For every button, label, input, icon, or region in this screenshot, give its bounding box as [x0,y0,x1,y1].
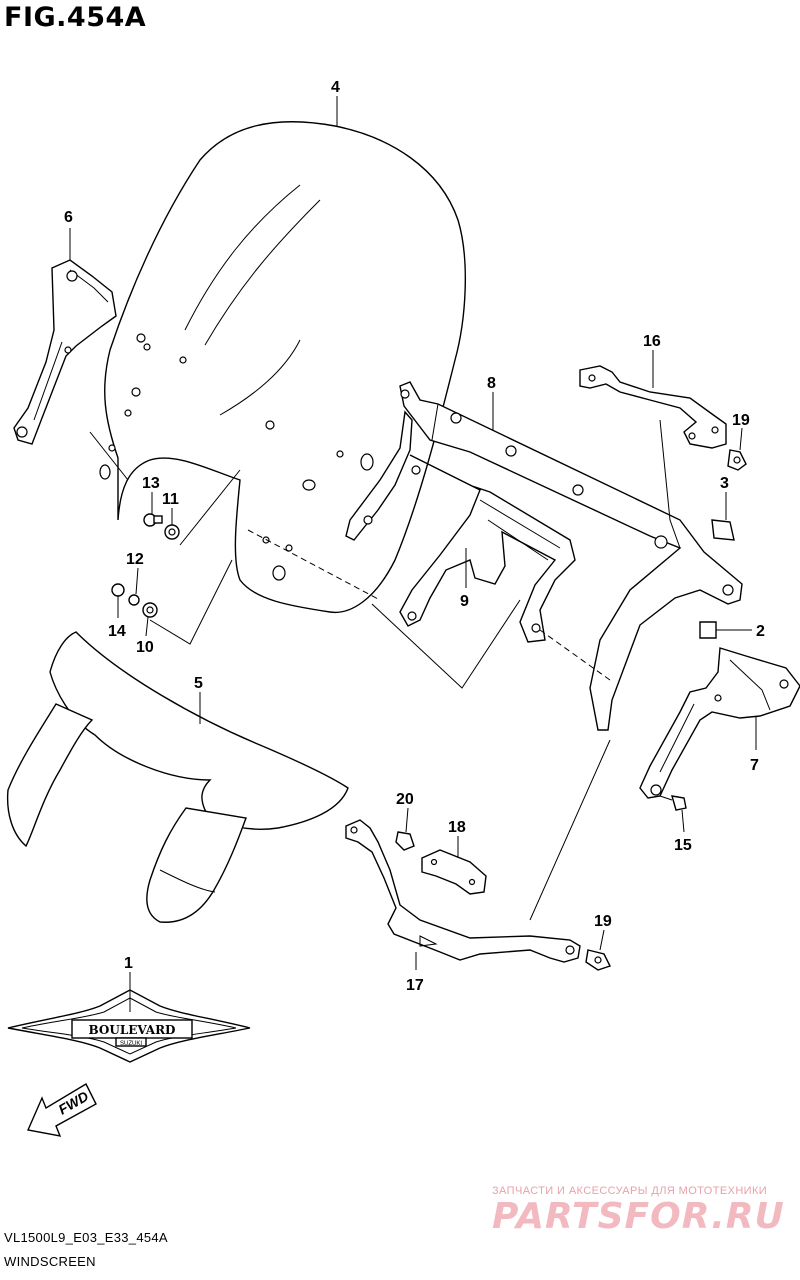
figure-code: VL1500L9_E03_E33_454A [4,1230,168,1245]
callout-5: 5 [194,675,203,692]
callout-8: 8 [487,375,496,392]
bolt-19-upper[interactable] [727,449,747,471]
assembly-line [529,739,611,921]
leader-20 [405,807,409,833]
callout-19b: 19 [594,913,612,930]
callout-20: 20 [396,791,414,808]
part-4-windscreen[interactable] [99,121,467,614]
callout-16: 16 [643,333,661,350]
part-7-right-bracket[interactable] [639,647,800,799]
assembly-dash [247,529,381,601]
assembly-line [659,795,673,801]
bolt-20[interactable] [395,831,415,851]
leader-19b [599,929,605,951]
watermark-logo: PARTSFOR.RU [492,1196,785,1237]
part-8-upper-plate[interactable] [399,381,743,731]
screw-13[interactable] [143,513,163,527]
fwd-arrow-icon: FWD [27,1083,97,1137]
callout-11: 11 [162,491,179,508]
collar-12[interactable] [128,594,140,606]
assembly-line [179,469,241,546]
callout-19a: 19 [732,412,750,429]
bolt-15[interactable] [671,795,687,811]
assembly-line [659,419,681,549]
emblem-sub: SUZUKI [120,1041,142,1047]
callout-13: 13 [142,475,160,492]
callout-3: 3 [720,475,729,492]
part-3-pad[interactable] [711,519,735,541]
callout-1: 1 [124,955,133,972]
emblem-text: BOULEVARD [89,1023,176,1037]
leader-19a [739,427,743,451]
callout-10: 10 [136,639,154,656]
callout-7: 7 [750,757,759,774]
callout-6: 6 [64,209,73,226]
part-1-emblem[interactable]: BOULEVARD SUZUKI [7,989,251,1063]
leader-15 [681,809,685,833]
part-18-clamp[interactable] [421,849,487,895]
part-5-lower-cowl[interactable] [6,631,349,923]
part-2-pad[interactable] [699,621,717,639]
part-6-left-bracket[interactable] [13,259,117,445]
leader-12 [135,567,139,595]
assembly-dash [539,629,611,681]
assembly-line [149,559,233,645]
part-16-stay[interactable] [579,365,727,449]
callout-12: 12 [126,551,144,568]
watermark-tagline: ЗАПЧАСТИ И АКСЕССУАРЫ ДЛЯ МОТОТЕХНИКИ [492,1185,768,1197]
callout-4: 4 [331,79,340,96]
callout-15: 15 [674,837,692,854]
callout-2: 2 [756,623,765,640]
callout-14: 14 [108,623,126,640]
callout-17: 17 [406,977,424,994]
assembly-line [371,599,521,689]
bolt-19-lower[interactable] [585,949,611,971]
part-17-lower-stay[interactable] [345,819,581,963]
figure-title: FIG.454A [4,2,147,33]
figure-name: WINDSCREEN [4,1254,96,1269]
washer-10[interactable] [142,602,158,618]
callout-9: 9 [460,593,469,610]
part-9-inner-bracket[interactable] [345,410,576,643]
callout-18: 18 [448,819,466,836]
screw-14[interactable] [111,583,125,597]
washer-11[interactable] [164,524,180,540]
leader-10 [145,616,149,637]
assembly-line [89,431,129,481]
